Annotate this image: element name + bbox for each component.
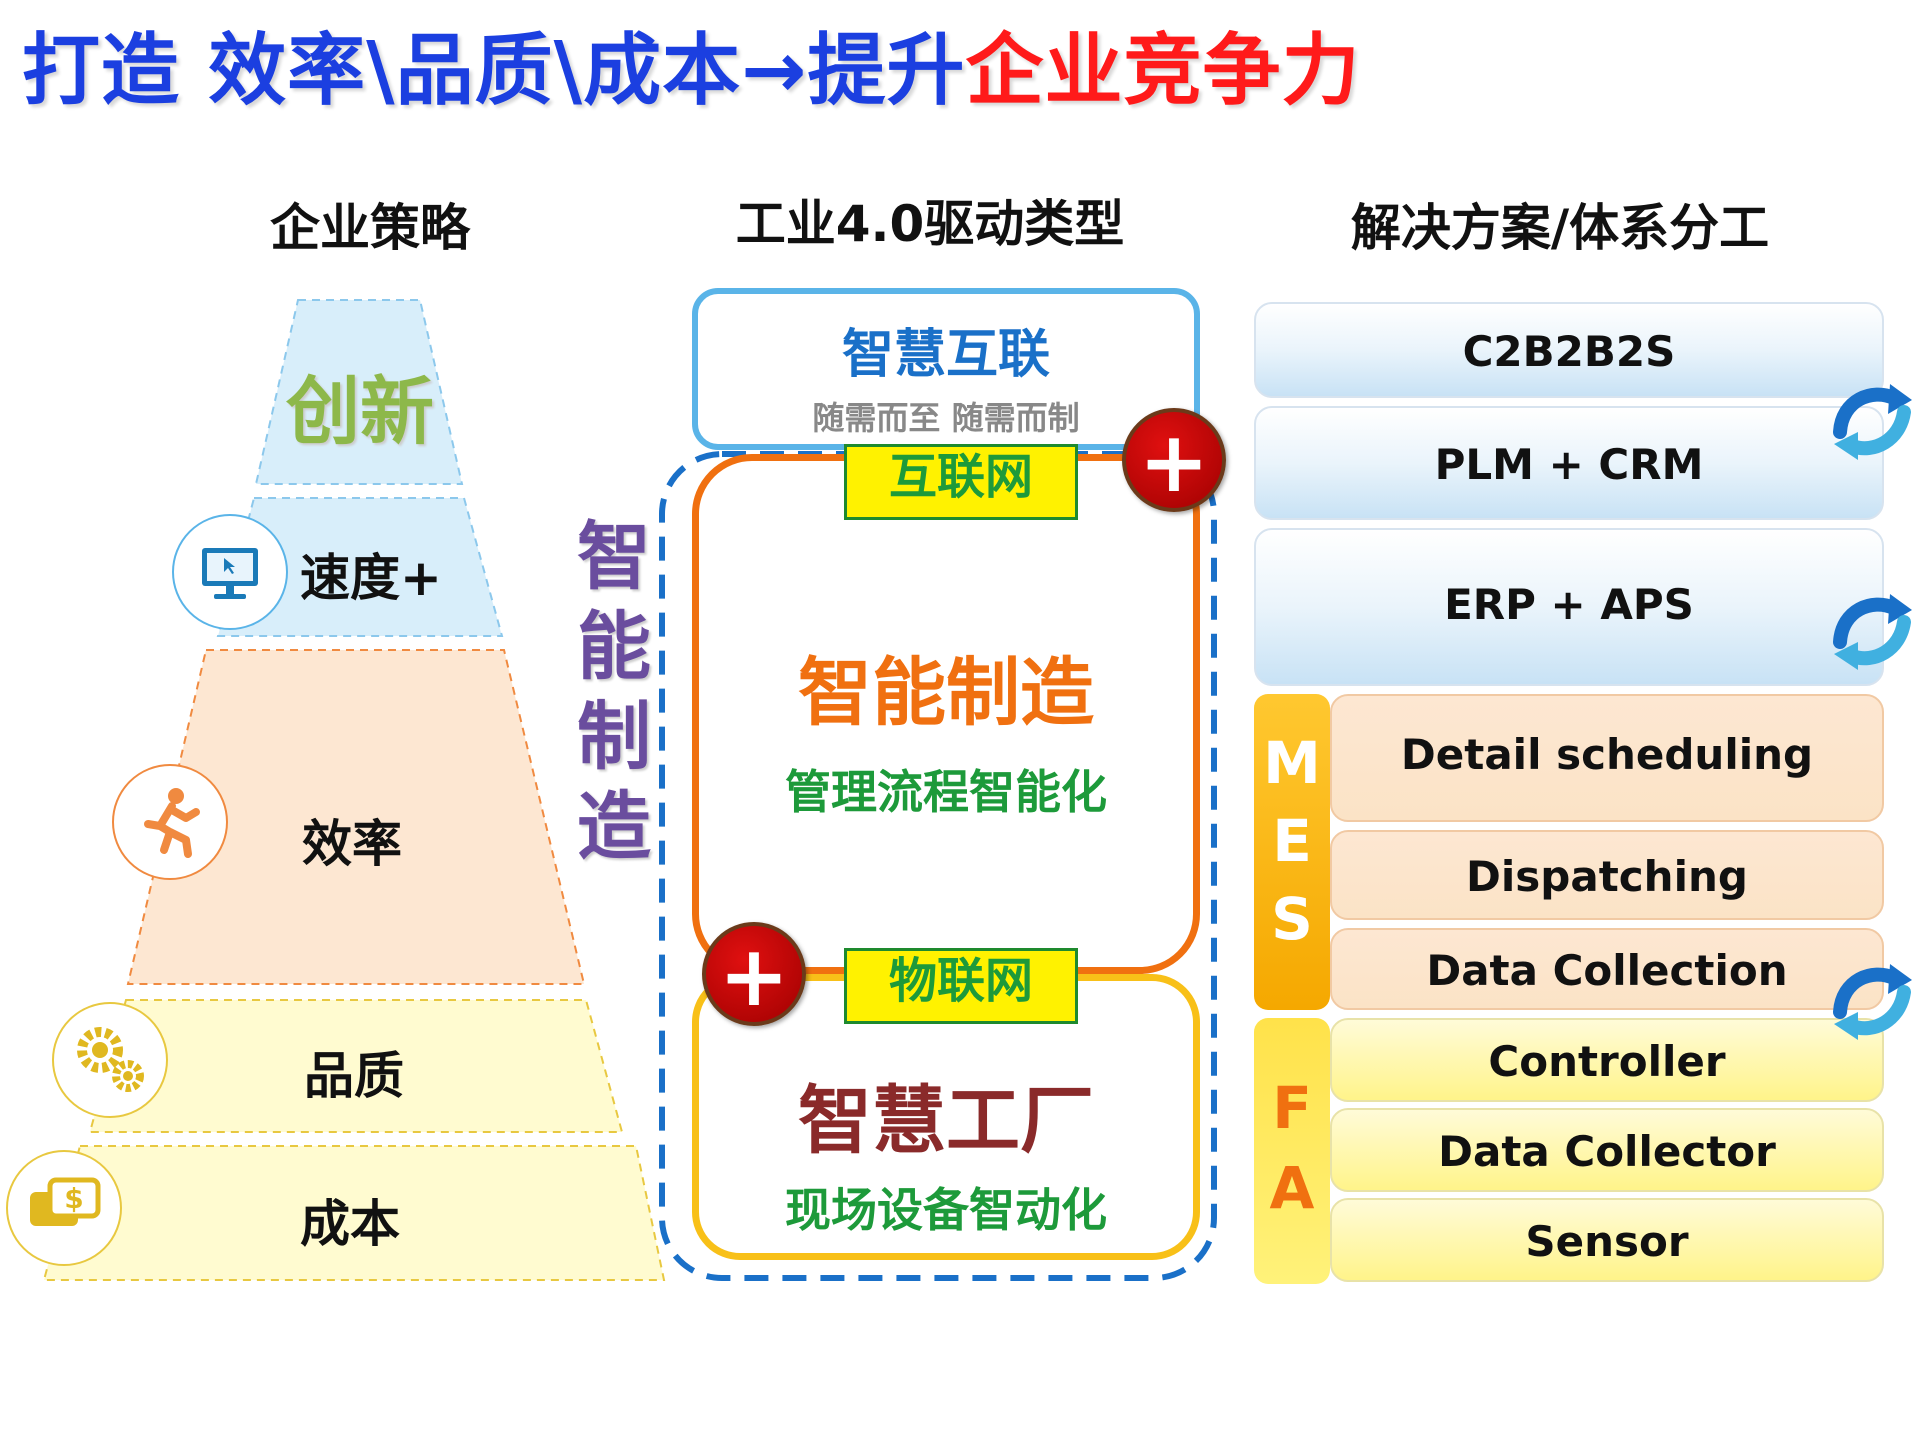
mes-detail-scheduling: Detail scheduling (1330, 694, 1884, 822)
solution-c2b2b2s: C2B2B2S (1254, 302, 1884, 398)
vertical-char-3: 制 (577, 694, 651, 780)
plus-icon-top: + (1122, 408, 1226, 512)
smart-manufacturing-title: 智能制造 (798, 650, 1094, 736)
fa-sidebar: F A (1254, 1018, 1330, 1284)
mes-data-collection: Data Collection (1330, 928, 1884, 1010)
mes-letter-e: E (1272, 807, 1312, 875)
mes-letter-m: M (1263, 729, 1321, 797)
solution-erp-aps: ERP + APS (1254, 528, 1884, 686)
internet-tag: 互联网 (844, 444, 1078, 520)
smart-link-title: 智慧互联 (841, 325, 1050, 385)
pyramid-speed-layer (216, 497, 504, 637)
column-header-solution: 解决方案/体系分工 (1350, 199, 1770, 257)
monitor-icon (172, 514, 288, 630)
smart-manufacturing-box: 智能制造 管理流程智能化 (692, 454, 1200, 974)
pyramid-quality-label: 品质 (304, 1047, 404, 1105)
cycle-arrow-icon (1833, 384, 1912, 460)
title-part2: 企业竞争力 (965, 26, 1361, 116)
page-title: 打造 效率\品质\成本→提升企业竞争力 (22, 8, 1361, 120)
pyramid-cost-label: 成本 (300, 1195, 400, 1253)
column-header-driver: 工业4.0驱动类型 (735, 195, 1125, 253)
vertical-char-1: 智 (577, 514, 651, 600)
fa-data-collector: Data Collector (1330, 1108, 1884, 1192)
svg-text:$: $ (64, 1182, 83, 1215)
pyramid-efficiency-label: 效率 (302, 815, 402, 873)
pyramid-quality-layer (88, 999, 624, 1133)
vertical-char-4: 造 (577, 784, 651, 870)
pyramid-innovation-label: 创新 (286, 369, 434, 455)
pyramid-innovation-layer (254, 299, 464, 485)
mes-letter-s: S (1271, 885, 1313, 953)
smart-manufacturing-subtitle: 管理流程智能化 (785, 765, 1107, 819)
mes-sidebar: M E S (1254, 694, 1330, 1010)
pyramid-speed-label: 速度+ (300, 549, 442, 607)
mes-dispatching: Dispatching (1330, 830, 1884, 920)
vertical-char-2: 能 (577, 604, 651, 690)
column-header-strategy: 企业策略 (270, 199, 470, 257)
money-chat-icon: $ (6, 1150, 122, 1266)
smart-link-box: 智慧互联 随需而至 随需而制 (692, 288, 1200, 450)
smart-factory-title: 智慧工厂 (798, 1078, 1094, 1164)
solution-plm-crm: PLM + CRM (1254, 406, 1884, 520)
gears-icon (52, 1002, 168, 1118)
smart-link-subtitle: 随需而至 随需而制 (812, 399, 1080, 437)
fa-letter-f: F (1272, 1074, 1312, 1142)
title-part1: 打造 效率\品质\成本→提升 (22, 26, 966, 116)
iot-tag: 物联网 (844, 948, 1078, 1024)
fa-sensor: Sensor (1330, 1198, 1884, 1282)
plus-icon-bottom: + (702, 922, 806, 1026)
fa-letter-a: A (1269, 1154, 1315, 1222)
cycle-arrow-icon (1833, 594, 1912, 670)
smart-manufacturing-vertical-label: 智 能 制 造 (574, 512, 654, 872)
running-man-icon (112, 764, 228, 880)
smart-manufacturing-dashed-frame (659, 451, 1217, 1281)
driver-frame (659, 451, 1217, 1281)
strategy-pyramid (42, 299, 666, 1281)
smart-factory-subtitle: 现场设备智动化 (785, 1183, 1107, 1237)
fa-controller: Controller (1330, 1018, 1884, 1102)
cycle-arrow-icon (1833, 964, 1912, 1040)
